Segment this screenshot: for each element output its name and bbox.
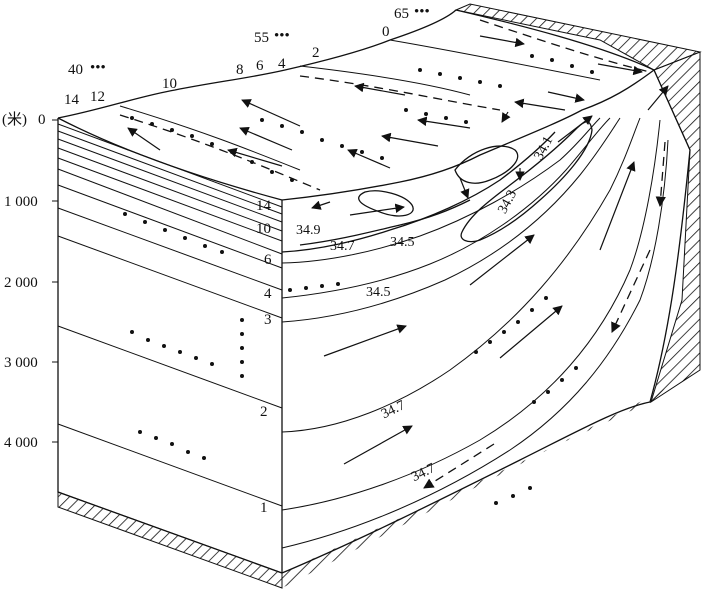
isotherm-label: 0 [382, 24, 390, 40]
salinity-labels: 34.9 34.7 34.5 34.5 34.3 34.1 34.7 34.7 [296, 134, 556, 485]
isotherm-label: 4 [264, 286, 272, 302]
depth-tick-2000: 2 000 [4, 275, 38, 291]
salinity-label: 34.1 [532, 134, 557, 163]
section-contours [281, 117, 669, 549]
front-face-isotherms [57, 123, 283, 507]
isotherm-label: 1 [260, 500, 268, 516]
latitude-65: 65 [394, 6, 409, 22]
salinity-label: 34.7 [379, 398, 408, 422]
isotherm-label: 14 [64, 92, 80, 108]
depth-axis: (米) 0 1 000 2 000 3 000 4 000 [2, 111, 58, 451]
latitude-dots: ••• [274, 28, 290, 44]
depth-unit-label: (米) [2, 111, 27, 128]
seafloor-hatching [57, 3, 702, 589]
isotherm-label: 2 [312, 45, 320, 61]
salinity-label: 34.5 [390, 235, 415, 250]
flow-arrows [127, 35, 669, 489]
isotherm-label: 10 [256, 221, 271, 237]
salinity-label: 34.9 [296, 223, 321, 238]
latitude-55: 55 [254, 30, 269, 46]
isotherm-label: 6 [264, 252, 272, 268]
isotherm-label: 10 [162, 76, 177, 92]
section-isotherm-labels: 14 10 6 4 3 2 1 [256, 198, 272, 516]
salinity-label: 34.5 [366, 285, 391, 300]
latitude-40: 40 [68, 62, 83, 78]
isotherm-label: 2 [260, 404, 268, 420]
latitude-dots: ••• [414, 4, 430, 20]
latitude-labels: 40 ••• 55 ••• 65 ••• [68, 4, 430, 78]
latitude-dots: ••• [90, 60, 106, 76]
salinity-label: 34.7 [330, 239, 355, 254]
isotherm-label: 6 [256, 58, 264, 74]
dot-markers [123, 54, 594, 505]
salinity-label: 34.7 [409, 461, 438, 485]
isotherm-label: 14 [256, 198, 272, 214]
depth-tick-4000: 4 000 [4, 435, 38, 451]
isotherm-label: 12 [90, 89, 105, 105]
isotherm-label: 4 [278, 56, 286, 72]
depth-tick-0: 0 [38, 112, 46, 128]
isotherm-label: 8 [236, 62, 244, 78]
depth-tick-3000: 3 000 [4, 355, 38, 371]
block-outline [57, 9, 691, 574]
salinity-label: 34.3 [495, 188, 520, 217]
isotherm-label: 3 [264, 312, 272, 328]
depth-tick-1000: 1 000 [4, 194, 38, 210]
top-isotherm-labels: 14 12 10 8 6 4 2 0 [64, 24, 390, 108]
